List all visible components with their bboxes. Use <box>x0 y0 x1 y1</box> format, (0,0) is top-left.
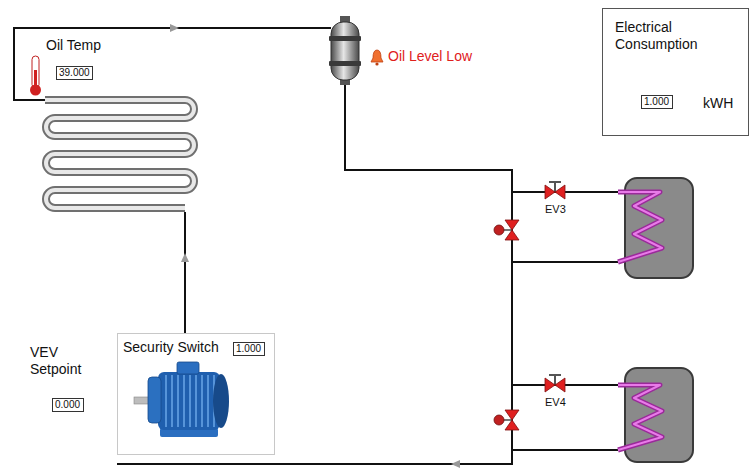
valve-label: EV3 <box>545 203 566 216</box>
pipe <box>512 384 625 386</box>
three-way-valve <box>505 410 519 430</box>
pipe <box>512 449 625 451</box>
motor-terminal-box <box>177 362 199 374</box>
motor-endcap <box>213 374 229 428</box>
value-text: 1.000 <box>644 96 670 108</box>
value-text: 0.000 <box>55 399 81 411</box>
condenser-coil <box>45 100 194 208</box>
switch-title: Security Switch <box>123 339 219 356</box>
evaporator-coil <box>618 385 662 450</box>
flow-arrow <box>181 253 189 262</box>
valve-label: EV4 <box>545 396 566 409</box>
pipe <box>512 191 625 193</box>
value-text: 1.000 <box>236 343 262 355</box>
pipe <box>184 212 186 333</box>
evaporator-coil <box>618 192 662 262</box>
pipe <box>14 28 331 100</box>
alarm-text: Oil Level Low <box>388 48 472 65</box>
motor-body <box>158 372 220 430</box>
flow-arrow <box>451 460 460 468</box>
value-display: 1.000 <box>233 342 265 356</box>
consumption-panel: Electrical Consumption kWH 1.000 <box>602 8 749 136</box>
solenoid-valve <box>545 378 565 392</box>
setpoint-label: VEV Setpoint <box>30 344 102 378</box>
alarm-icon <box>375 62 378 65</box>
valve-stem <box>549 374 561 376</box>
pipe <box>512 261 625 263</box>
valve-actuator <box>494 225 504 235</box>
value-display: 39.000 <box>56 66 93 80</box>
tank-band <box>329 61 361 66</box>
valve-actuator <box>494 415 504 425</box>
tank-band <box>329 36 361 41</box>
motor-frontcap <box>148 377 161 423</box>
valve-stem <box>549 181 561 183</box>
valve-stem <box>554 375 556 385</box>
value-text: 39.000 <box>59 67 90 79</box>
unit-text: kWH <box>703 95 733 112</box>
condenser-coil <box>45 100 194 208</box>
thermometer-icon <box>30 85 41 96</box>
security-switch-box: Security Switch 1.000 <box>117 333 275 455</box>
evaporator-coil <box>618 385 662 450</box>
solenoid-valve <box>545 185 565 199</box>
oil-tank <box>331 22 359 80</box>
value-display: 0.000 <box>52 398 84 412</box>
three-way-valve <box>505 220 519 240</box>
thermometer-icon <box>32 56 39 88</box>
alarm-icon <box>371 50 383 62</box>
value-display: 1.000 <box>641 95 673 109</box>
panel-title: Electrical Consumption <box>615 19 740 53</box>
valve-stem <box>554 182 556 192</box>
flow-arrow <box>170 24 179 32</box>
motor-fins <box>166 375 214 427</box>
evaporator-coil <box>618 192 662 262</box>
sensor-label: Oil Temp <box>46 37 101 54</box>
